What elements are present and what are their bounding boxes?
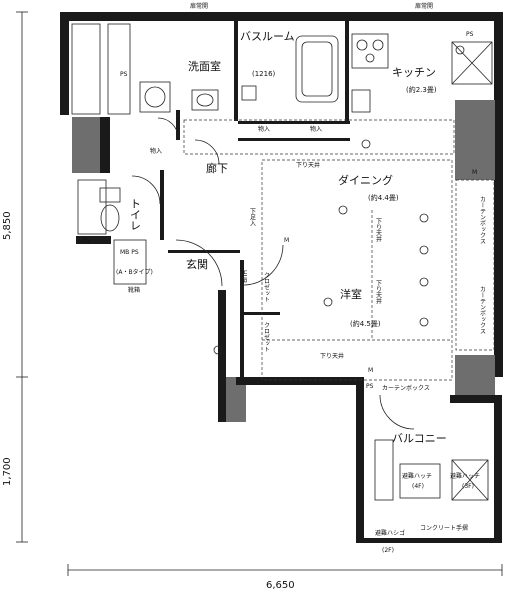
label-m-3: M xyxy=(368,367,373,374)
walls xyxy=(60,12,503,543)
label-ps-1: PS xyxy=(120,71,128,78)
dim-height-upper: 5,850 xyxy=(2,211,13,240)
label-mbps: MB PS xyxy=(120,249,139,256)
label-balcony: バルコニー xyxy=(392,432,447,445)
label-kitchen-size: (約2.3畳) xyxy=(406,85,437,94)
dim-height-lower: 1,700 xyxy=(2,457,13,486)
ps-column xyxy=(71,23,147,285)
label-lowered-ceiling-3: 下り天井 xyxy=(375,280,382,305)
label-curtain-box-1: カーテンボックス xyxy=(479,196,486,244)
label-dining: ダイニング xyxy=(338,173,393,187)
dimensions: 5,850 1,700 6,650 xyxy=(2,11,503,591)
door-swings xyxy=(131,117,415,430)
label-curtain-box-2: カーテンボックス xyxy=(479,286,486,334)
label-shoe-closet: 靴箱 xyxy=(128,286,140,294)
small-labels: 物入 物入 物入 クロゼット クロゼット 下足入 HUB 下り天井 下り天井 下… xyxy=(82,2,486,554)
label-closet-1: クロゼット xyxy=(263,272,270,302)
label-lowered-ceiling-1: 下り天井 xyxy=(296,161,320,169)
label-m-2: M xyxy=(284,237,289,244)
label-western-room: 洋室 xyxy=(340,287,362,301)
label-ps-2: PS xyxy=(82,237,90,244)
label-bathroom-size: (1216) xyxy=(252,70,276,78)
label-fire-door-2: 扉常開 xyxy=(415,2,433,10)
label-storage-1: 物入 xyxy=(258,125,270,133)
label-escape-ladder: 避難ハシゴ xyxy=(375,529,405,537)
label-ps-4: PS xyxy=(366,383,374,390)
balcony-items xyxy=(374,439,489,501)
label-escape-hatch-2-floor: (3F) xyxy=(462,483,474,490)
label-lowered-ceiling-2: 下り天井 xyxy=(375,218,382,243)
label-entrance: 玄関 xyxy=(186,257,208,271)
label-ps-3: PS xyxy=(466,31,474,38)
ceiling-lines xyxy=(183,119,495,381)
dim-width: 6,650 xyxy=(266,580,295,591)
label-concrete-railing: コンクリート手摺 xyxy=(420,524,468,532)
label-escape-hatch-1-floor: (4F) xyxy=(412,483,424,490)
label-bathroom: バスルーム xyxy=(240,30,295,43)
label-escape-hatch-1: 避難ハッチ xyxy=(402,472,432,480)
label-lowered-ceiling-4: 下り天井 xyxy=(320,352,344,360)
label-escape-hatch-2: 避難ハッチ xyxy=(450,472,480,480)
label-toilet: トイレ xyxy=(129,198,142,231)
label-curtain-box-bottom: カーテンボックス xyxy=(382,384,430,392)
label-hub: HUB xyxy=(241,270,248,283)
label-western-size: (約4.5畳) xyxy=(350,319,381,328)
label-storage-2: 物入 xyxy=(310,125,322,133)
label-kitchen: キッチン xyxy=(392,66,436,79)
label-fire-door-1: 扉常開 xyxy=(190,2,208,10)
light-markers xyxy=(213,45,465,355)
fixtures xyxy=(99,33,493,232)
label-dining-size: (約4.4畳) xyxy=(368,193,399,202)
label-closet-2: クロゼット xyxy=(263,322,270,352)
label-m-1: M xyxy=(472,169,477,176)
label-shoe-box: 下足入 xyxy=(249,208,256,226)
label-escape-ladder-floor: (2F) xyxy=(382,547,394,554)
label-mbps-sub: (A・Bタイプ) xyxy=(116,268,153,276)
label-washroom: 洗面室 xyxy=(188,59,221,73)
room-labels: バスルーム (1216) 洗面室 キッチン (約2.3畳) ダイニング (約4.… xyxy=(129,30,447,445)
label-storage-3: 物入 xyxy=(150,147,162,155)
label-corridor: 廊下 xyxy=(206,161,228,175)
